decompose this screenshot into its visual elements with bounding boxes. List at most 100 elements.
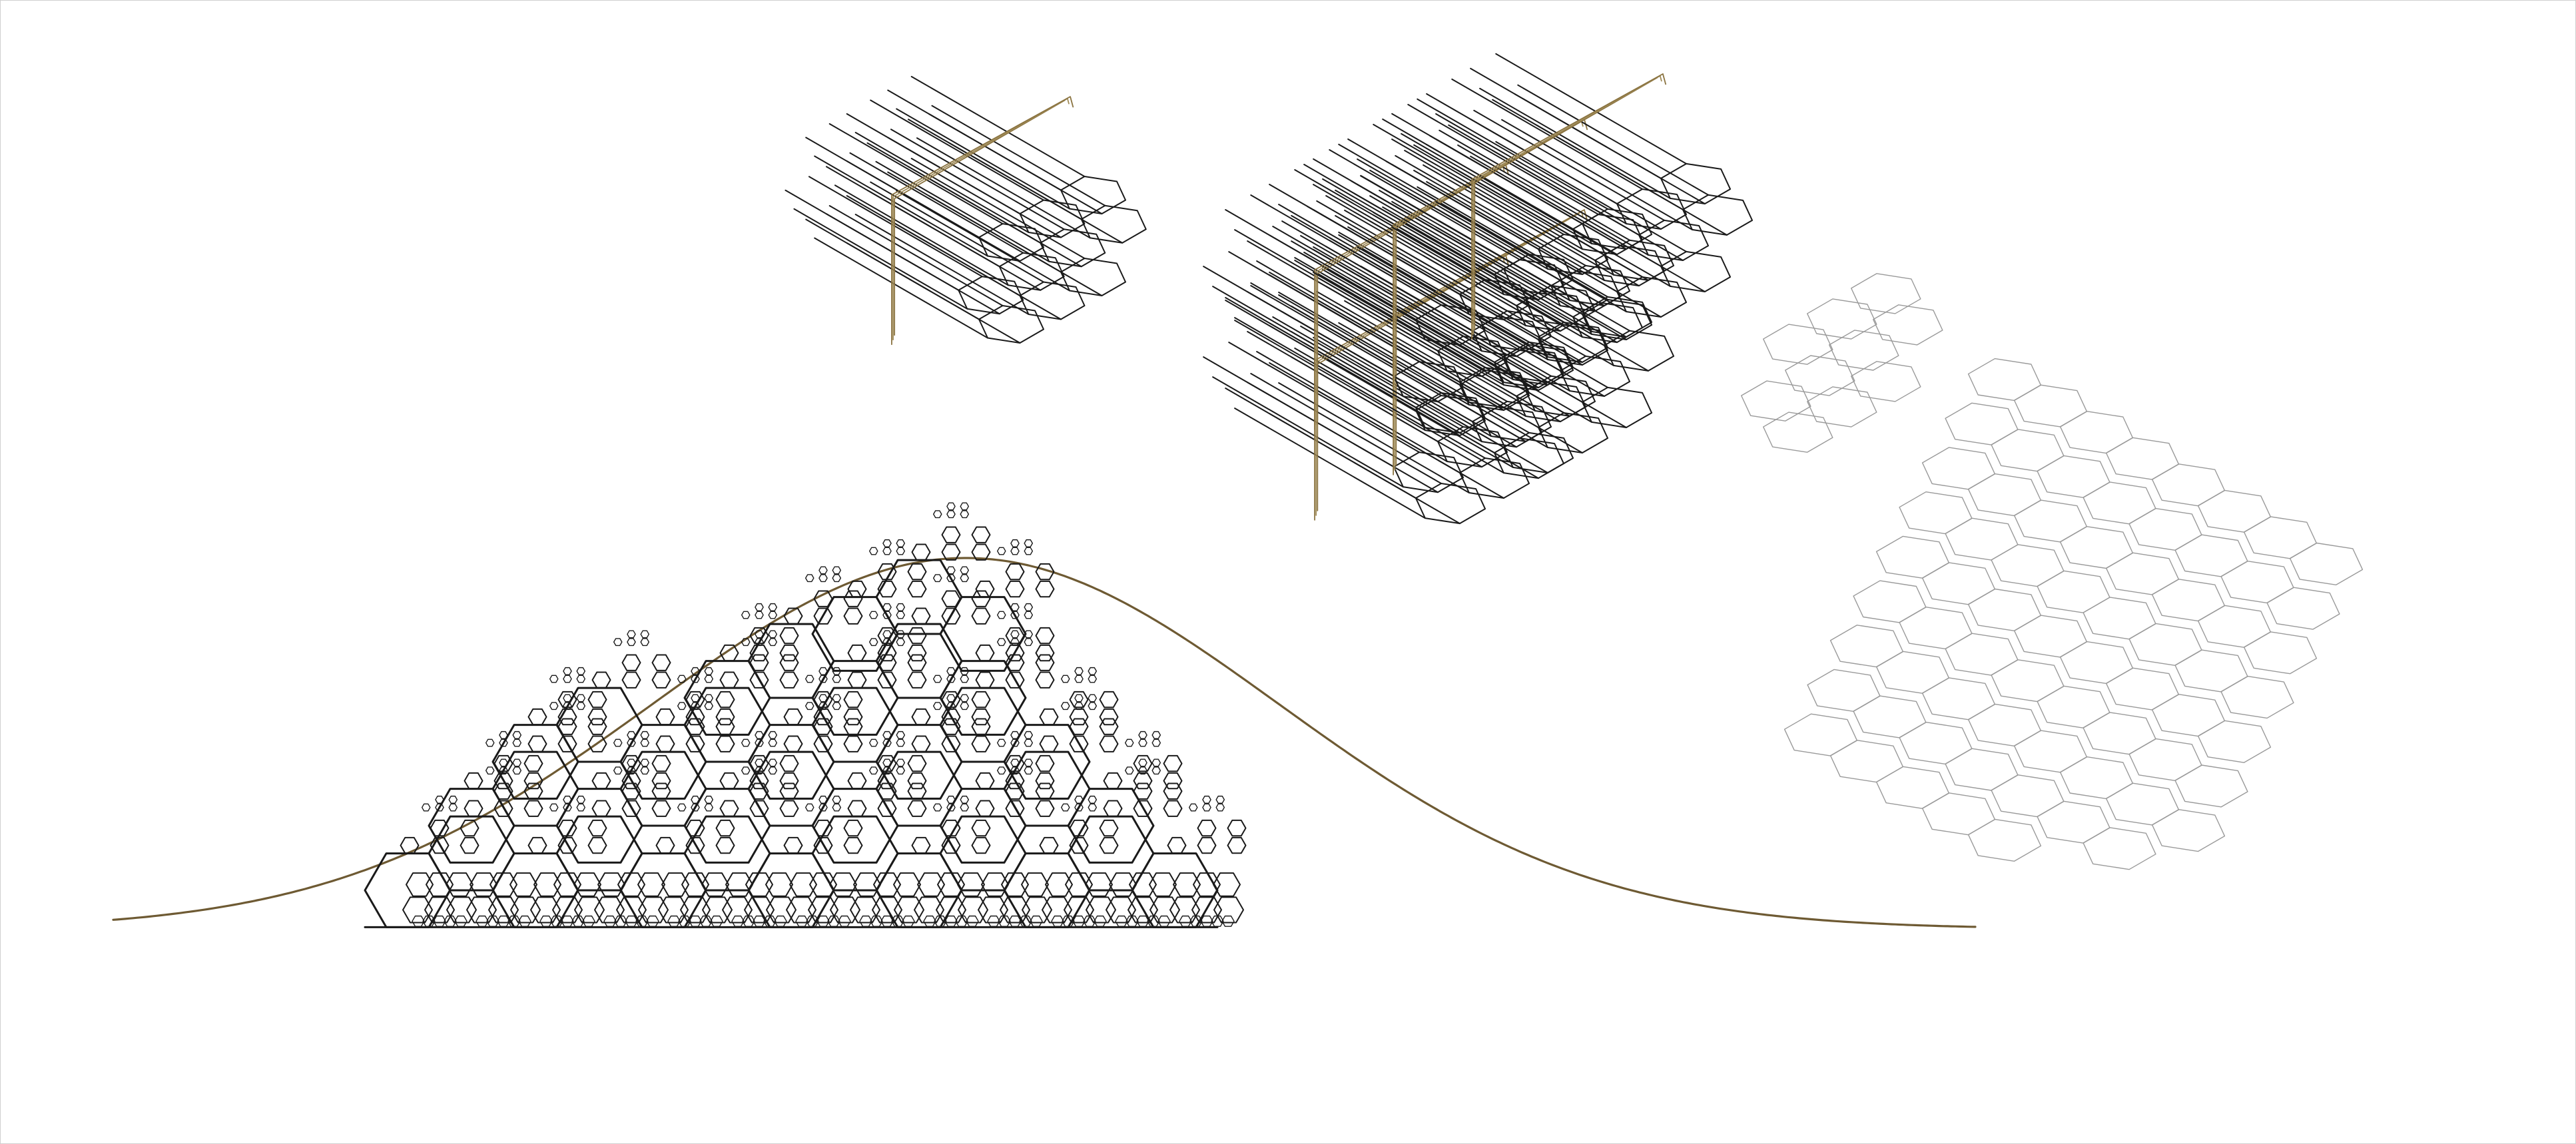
edge-line (1457, 144, 1649, 256)
polygon-shape (907, 800, 927, 817)
polygon-shape (2243, 516, 2318, 559)
edge-line (1404, 150, 1596, 261)
edge-line (1369, 195, 1561, 307)
polygon-shape (978, 896, 1008, 924)
edge-line (808, 176, 983, 278)
polygon-shape (755, 738, 764, 747)
polygon-shape (1138, 766, 1147, 775)
polygon-shape (719, 644, 739, 662)
polygon-shape (2151, 579, 2226, 622)
polygon-shape (1763, 324, 1833, 365)
polygon-shape (715, 735, 735, 752)
edge-line (910, 157, 1086, 259)
polygon-shape (805, 675, 814, 683)
polygon-shape (911, 607, 931, 625)
polygon-shape (1133, 800, 1153, 817)
bundle-strap (1471, 73, 1666, 340)
edge-line (1250, 373, 1443, 485)
polygon-shape (960, 566, 970, 575)
polygon-shape (882, 539, 892, 547)
polygon-shape (493, 754, 513, 772)
edge-line (793, 208, 968, 310)
polygon-shape (1967, 358, 2042, 402)
polygon-shape (1393, 361, 1464, 403)
edge-line (870, 181, 1044, 283)
polygon-shape (527, 735, 547, 752)
polygon-shape (1921, 792, 1996, 836)
edge-line (1278, 292, 1470, 403)
polygon-shape (941, 607, 961, 625)
polygon-shape (1099, 836, 1119, 854)
edge-line (1429, 135, 1622, 246)
polygon-shape (868, 766, 878, 775)
polygon-shape (563, 795, 572, 804)
polygon-shape (587, 718, 607, 735)
polygon-shape (783, 708, 803, 726)
edge-line (1435, 201, 1627, 312)
bundle-body (785, 75, 1124, 344)
polygon-shape (960, 803, 970, 812)
polygon-shape (701, 872, 729, 897)
edge-line (907, 119, 1082, 220)
polygon-shape (576, 702, 586, 711)
polygon-shape (1169, 896, 1200, 924)
polygon-shape (1024, 611, 1034, 619)
polygon-shape (613, 638, 623, 647)
polygon-shape (847, 644, 867, 662)
edge-line (1373, 211, 1565, 323)
edge-line (1228, 251, 1421, 363)
polygon-shape (941, 590, 961, 607)
polygon-shape (1875, 766, 1950, 809)
polygon-shape (499, 766, 508, 775)
polygon-shape (1065, 872, 1093, 897)
polygon-shape (1437, 426, 1508, 468)
polygon-shape (627, 758, 636, 767)
polygon-shape (2197, 720, 2272, 763)
polygon-shape (958, 896, 988, 924)
polygon-shape (893, 872, 921, 897)
polygon-shape (958, 276, 1024, 315)
polygon-shape (811, 788, 899, 864)
polygon-shape (685, 836, 705, 854)
polygon-shape (779, 627, 799, 645)
polygon-shape (1807, 386, 1877, 428)
polygon-shape (941, 691, 961, 709)
terrain-bell-curve (112, 557, 1977, 928)
path-shape (894, 99, 1066, 336)
polygon-shape (741, 738, 751, 747)
edge-line (1360, 175, 1552, 287)
polygon-shape (813, 718, 833, 735)
polygon-shape (1099, 708, 1119, 726)
polygon-shape (587, 735, 607, 752)
polygon-shape (783, 735, 803, 752)
edge-line (1225, 300, 1417, 412)
polygon-shape (1042, 896, 1072, 924)
path-shape (1472, 75, 1662, 335)
polygon-shape (1945, 748, 2019, 791)
edge-line (1426, 93, 1618, 204)
polygon-shape (621, 654, 641, 671)
polygon-shape (749, 772, 769, 790)
polygon-shape (1502, 344, 1574, 386)
polygon-shape (406, 872, 434, 897)
polygon-shape (907, 563, 927, 581)
polygon-shape (485, 766, 495, 775)
edge-line (1382, 119, 1574, 230)
polygon-shape (960, 795, 970, 804)
polygon-shape (818, 667, 828, 675)
polygon-shape (499, 730, 508, 739)
polygon-shape (755, 730, 764, 739)
polygon-shape (715, 691, 735, 709)
polygon-shape (1024, 638, 1034, 647)
polygon-shape (941, 819, 961, 837)
polygon-shape (877, 782, 897, 800)
polygon-shape (741, 611, 751, 619)
polygon-shape (818, 795, 828, 804)
polygon-shape (941, 836, 961, 854)
edge-line (1407, 192, 1600, 304)
edge-line (1479, 87, 1671, 199)
polygon-shape (1581, 386, 1653, 428)
polygon-shape (576, 667, 586, 675)
polygon-shape (1471, 316, 1543, 358)
single-bundle-body (785, 75, 1147, 346)
